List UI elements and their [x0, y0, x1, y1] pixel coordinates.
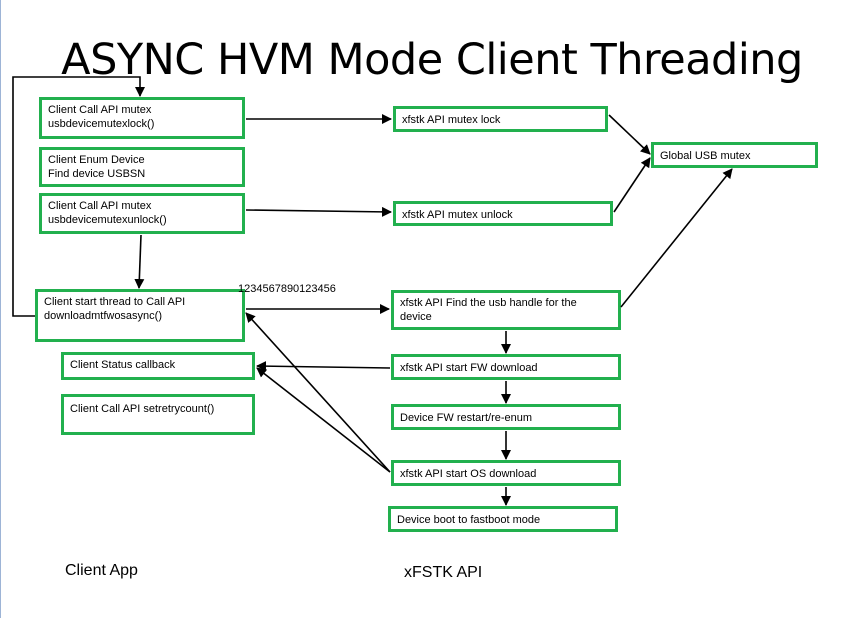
- box-line: xfstk API Find the usb handle for the: [400, 297, 577, 309]
- diagram-title: ASYNC HVM Mode Client Threading: [61, 35, 803, 85]
- client-app-label: Client App: [65, 562, 138, 579]
- client-mutex-lock-box: Client Call API mutex usbdevicemutexlock…: [39, 97, 245, 139]
- arrow-os-to-start-thread: [245, 312, 391, 473]
- client-mutex-unlock-box: Client Call API mutex usbdevicemutexunlo…: [39, 193, 245, 234]
- box-line: xfstk API mutex lock: [402, 114, 501, 126]
- xfstk-api-label: xFSTK API: [404, 564, 483, 581]
- box-line: Find device USBSN: [48, 168, 146, 180]
- xfstk-find-handle-box: xfstk API Find the usb handle for the de…: [391, 290, 621, 330]
- client-status-callback-box: Client Status callback: [61, 352, 255, 380]
- box-line: Client start thread to Call API: [44, 296, 186, 308]
- box-line: device: [400, 311, 432, 323]
- box-line: Client Enum Device: [48, 154, 145, 166]
- arrow-unlock-to-global: [613, 157, 651, 213]
- xfstk-mutex-unlock-box: xfstk API mutex unlock: [393, 201, 613, 226]
- loop-back-arrow: [12, 76, 145, 317]
- xfstk-mutex-lock-box: xfstk API mutex lock: [393, 106, 608, 132]
- xfstk-restart-box: Device FW restart/re-enum: [391, 404, 621, 430]
- box-line: Global USB mutex: [660, 150, 751, 162]
- box-line: Client Status callback: [70, 359, 176, 371]
- box-line: usbdevicemutexlock(): [48, 118, 155, 130]
- box-line: xfstk API mutex unlock: [402, 209, 513, 221]
- xfstk-fw-download-box: xfstk API start FW download: [391, 354, 621, 380]
- box-line: Device FW restart/re-enum: [400, 412, 533, 424]
- slide-left-border: [0, 0, 1, 618]
- box-line: xfstk API start OS download: [400, 468, 537, 480]
- box-line: xfstk API start FW download: [400, 362, 538, 374]
- counter-label: 1234567890123456: [238, 283, 336, 295]
- xfstk-fastboot-box: Device boot to fastboot mode: [388, 506, 618, 532]
- arrow-lock-to-global: [608, 114, 651, 155]
- arrow-find-to-global: [620, 168, 733, 308]
- global-usb-mutex-box: Global USB mutex: [651, 142, 818, 168]
- box-line: Client Call API mutex: [48, 104, 152, 116]
- client-retry-box: Client Call API setretrycount(): [61, 394, 255, 435]
- arrow-fw-to-status: [256, 361, 391, 372]
- arrow-os-to-status: [256, 367, 391, 473]
- client-start-thread-box: Client start thread to Call API download…: [35, 289, 245, 342]
- box-line: Device boot to fastboot mode: [397, 514, 541, 526]
- arrow-down-to-start-thread: [134, 234, 145, 289]
- box-line: Client Call API mutex: [48, 200, 152, 212]
- box-line: usbdevicemutexunlock(): [48, 214, 167, 226]
- arrow-unlock: [245, 206, 392, 217]
- client-enum-box: Client Enum Device Find device USBSN: [39, 147, 245, 187]
- box-line: Client Call API setretrycount(): [70, 403, 215, 415]
- xfstk-os-download-box: xfstk API start OS download: [391, 460, 621, 486]
- box-line: downloadmtfwosasync(): [44, 310, 162, 322]
